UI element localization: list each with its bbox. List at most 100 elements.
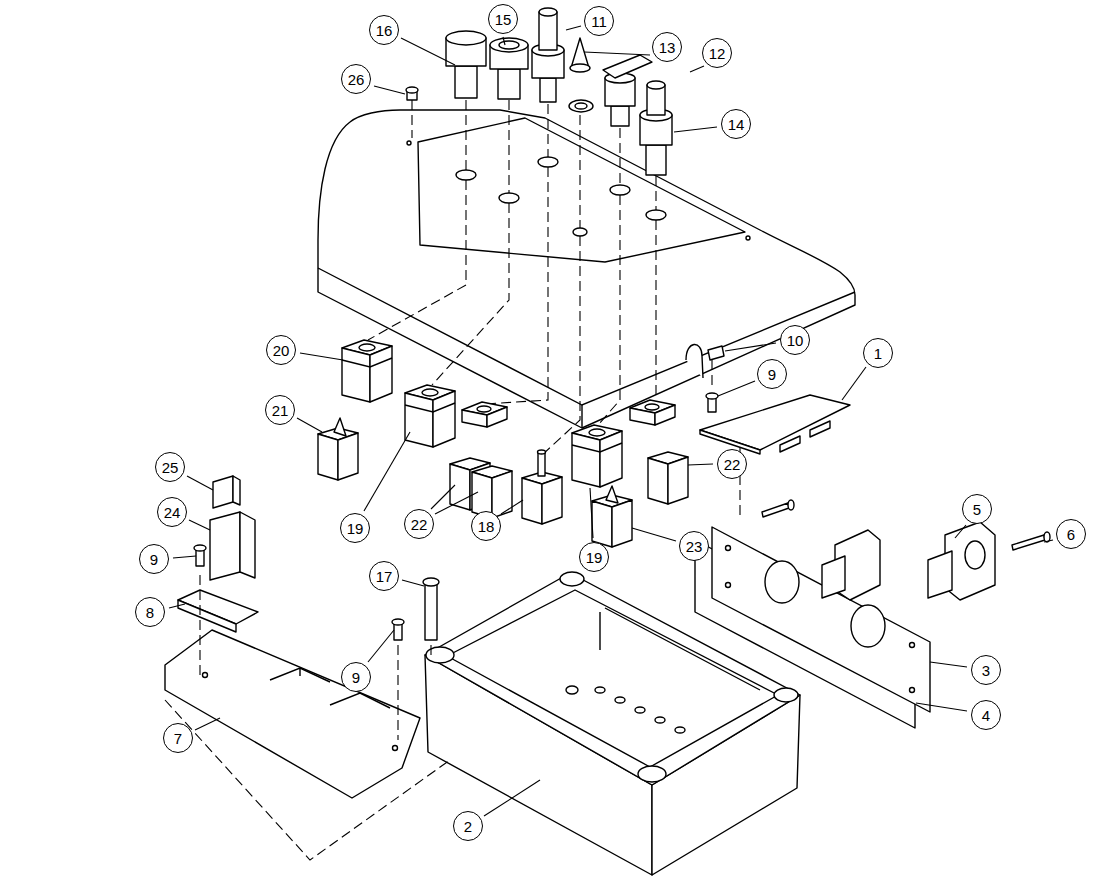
callout-number: 19 [340,513,370,543]
connector-parts-line [822,556,845,598]
gasket-and-panel-line [726,546,731,551]
callout-number: 16 [369,15,399,45]
connector-parts-line [788,500,794,510]
assembly-lines [368,100,740,515]
enclosure-base-line [426,647,454,663]
leader-lines-line [297,418,322,432]
operator-parts-line [490,38,528,52]
leader-lines [169,26,1053,816]
operator-parts [406,8,672,175]
enclosure-base-line [560,572,584,586]
leader-lines-line [930,662,967,667]
enclosure-base-line [615,697,625,703]
callout-number: 2 [453,811,483,841]
assembly-lines-line [655,176,656,400]
enclosure-lid [318,110,855,428]
operator-parts-line [603,55,652,78]
enclosure-base-line [675,727,685,733]
mounting-plate-line [203,673,208,678]
contact-modules-line [592,495,632,547]
callout-number: 11 [584,6,614,36]
callout-number: 12 [702,38,732,68]
leader-lines-line [402,580,424,586]
leader-lines-line [173,556,196,558]
leader-lines-line [435,492,478,514]
operator-parts-line [446,31,486,45]
mounting-plate-line [165,575,450,860]
leader-lines-line [632,528,676,541]
mounting-plate-line [270,668,390,708]
connector-parts-line [762,503,789,517]
leader-lines-line [374,86,405,94]
callout-number: 10 [780,325,810,355]
connector-parts-line [928,551,952,598]
circuit-board-line [780,436,800,452]
contact-modules-line [648,452,688,504]
operator-parts-line [539,12,557,50]
leader-lines-line [718,381,755,396]
mounting-plate-line [233,476,240,505]
contact-modules [318,340,688,547]
callout-number: 17 [369,561,399,591]
enclosure-lid-line [407,141,411,145]
enclosure-lid-line [456,170,476,180]
operator-parts-line [575,103,587,109]
assembly-lines-line [368,100,466,340]
mounting-plate-line [178,600,236,632]
mounting-plate [165,476,450,860]
enclosure-base-line [638,766,666,782]
mounting-plate-line [194,545,206,551]
operator-parts-line [455,66,477,98]
enclosure-base-line [655,717,665,723]
operator-parts-line [647,81,665,89]
callout-number: 21 [265,395,295,425]
gasket-and-panel-line [765,561,799,603]
enclosure-base-line [595,687,605,693]
leader-lines-line [401,38,455,65]
contact-modules-line [606,486,618,503]
mounting-plate-line [240,512,255,578]
leader-lines-line [187,476,213,490]
callout-number: 9 [341,662,371,692]
gasket-and-panel-line [851,605,885,647]
enclosure-lid-line [646,210,666,220]
leader-lines-line [484,780,540,816]
contact-modules-line [630,400,675,425]
operator-parts-line [611,106,629,126]
leader-lines-line [169,604,185,608]
leader-lines-line [674,127,717,132]
enclosure-lid-line [573,228,587,236]
enclosure-lid-line [686,344,703,378]
gasket-and-panel [695,527,930,728]
leader-lines-line [503,37,505,45]
callout-number: 3 [971,655,1001,685]
gasket-and-panel-line [910,643,915,648]
operator-parts-line [646,145,666,175]
leader-lines-line [364,432,410,511]
assembly-lines-line [485,104,548,404]
callout-number: 8 [135,597,165,627]
leader-lines-line [566,26,581,30]
leader-lines-line [189,520,210,530]
enclosure-lid-line [318,268,855,405]
leader-lines-line [368,630,394,662]
leader-lines-line [842,367,866,400]
leader-lines-line [300,353,343,360]
callout-number: 20 [266,335,296,365]
circuit-board [700,346,850,454]
callout-number: 24 [157,497,187,527]
assembly-lines-line [432,100,509,385]
callout-number: 23 [679,531,709,561]
leader-lines-line [725,343,776,351]
callout-number: 25 [155,452,185,482]
enclosure-base-line [566,686,578,694]
circuit-board-line [810,421,830,437]
gasket-and-panel-line [726,583,731,588]
contact-modules-line [342,340,392,402]
mounting-plate-line [393,746,398,751]
callout-number: 22 [717,449,747,479]
operator-parts-line [539,8,557,16]
connector-parts-line [1012,535,1045,550]
enclosure-base-line [635,707,645,713]
